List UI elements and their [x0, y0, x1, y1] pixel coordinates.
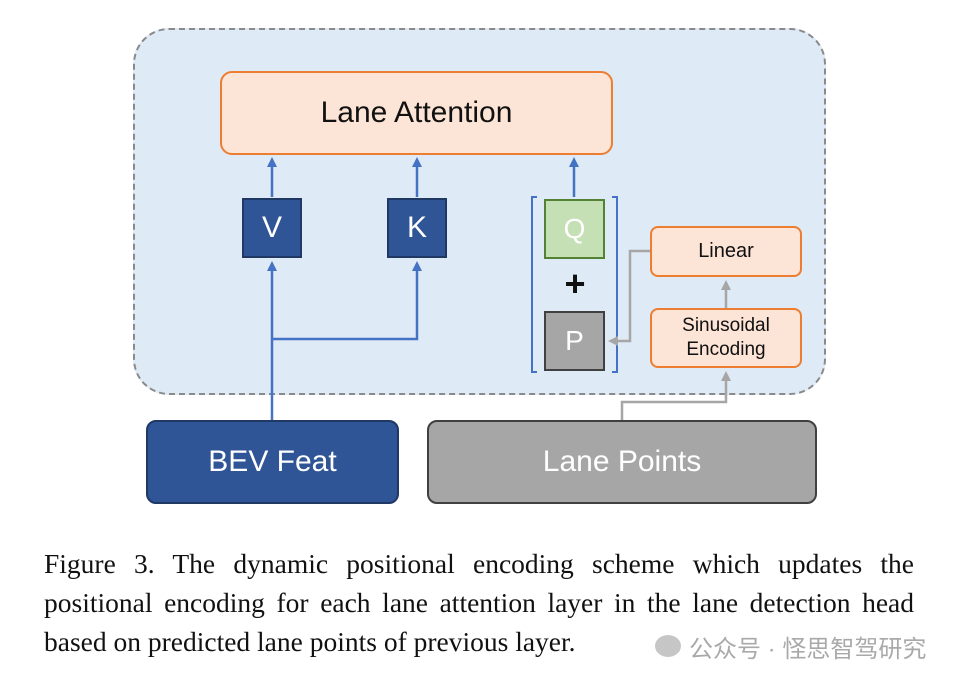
- watermark-text: 公众号 · 怪思智驾研究: [689, 635, 927, 663]
- qp-bracket: [531, 196, 618, 373]
- sinusoidal-line2: Encoding: [686, 339, 766, 360]
- lane-attention-box: Lane Attention: [220, 71, 613, 155]
- bev-feat-box: BEV Feat: [146, 420, 399, 504]
- arrow-linear-to-p: [608, 249, 650, 346]
- wechat-icon: [655, 635, 681, 657]
- sinusoidal-line1: Sinusoidal: [682, 315, 770, 336]
- linear-box: Linear: [650, 226, 802, 277]
- p-box: P: [544, 311, 605, 371]
- k-box: K: [387, 198, 447, 258]
- watermark: 公众号 · 怪思智驾研究: [655, 626, 945, 666]
- sinusoidal-encoding-box: Sinusoidal Encoding: [650, 308, 802, 368]
- v-box: V: [242, 198, 302, 258]
- lane-points-box: Lane Points: [427, 420, 817, 504]
- arrow-lanepoints-to-sinusoidal: [620, 371, 731, 420]
- figure-caption: Figure 3. The dynamic positional encodin…: [44, 548, 914, 657]
- arrow-bev-to-k: [272, 261, 422, 341]
- q-box: Q: [544, 199, 605, 259]
- plus-sign: +: [564, 263, 586, 304]
